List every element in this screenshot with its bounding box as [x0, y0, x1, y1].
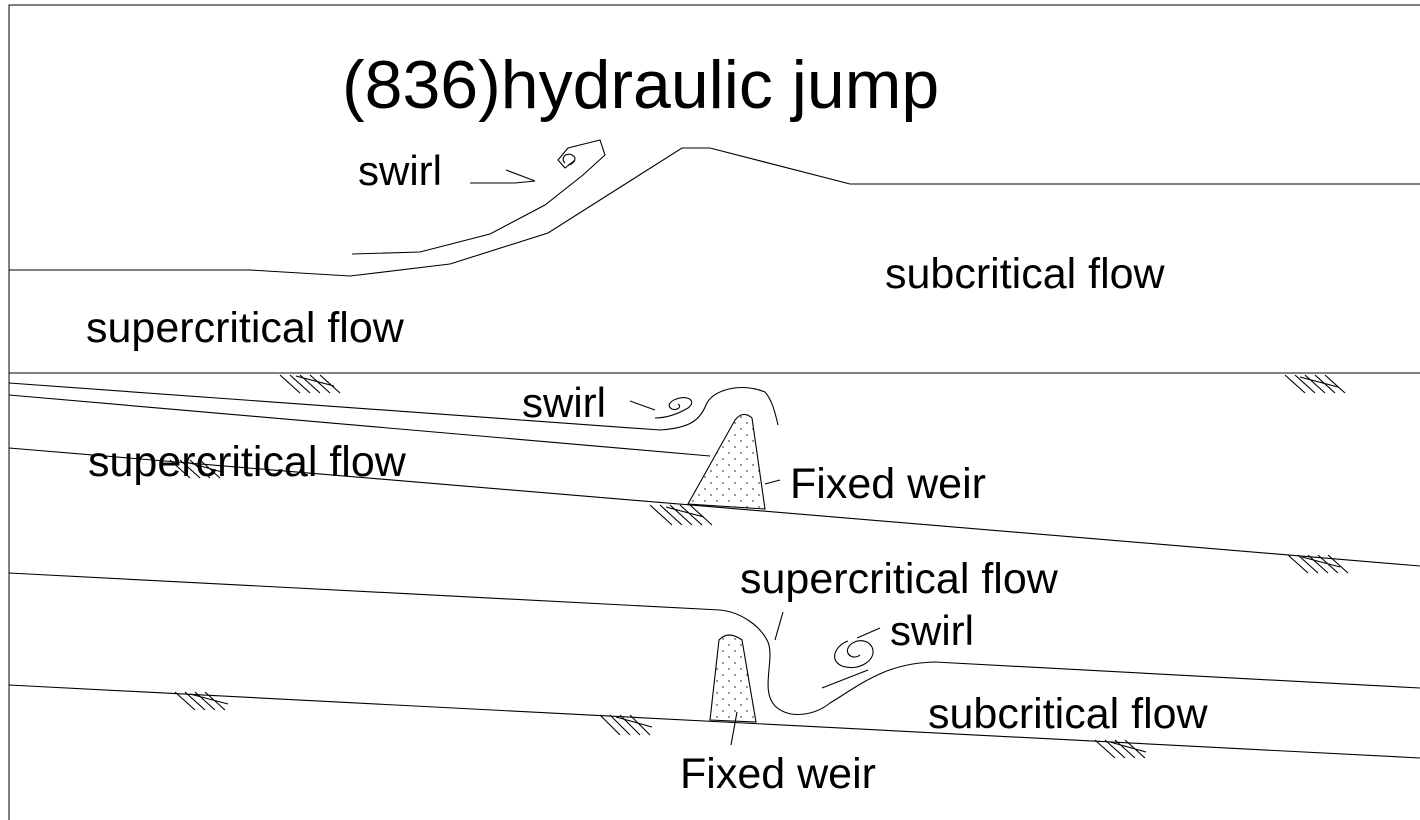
panel-3-swirl-label: swirl	[890, 607, 974, 654]
diagram-frame	[8, 4, 1420, 820]
panel-3-subcritical-label: subcritical flow	[928, 690, 1209, 738]
panel-2-supercritical-label: supercritical flow	[88, 438, 407, 486]
panel-2-swirl-icon	[654, 397, 693, 419]
panel-2-swirl-arrow	[629, 400, 656, 411]
panel-2-channel-bed	[8, 447, 1420, 567]
panel-1-subcritical-label: subcritical flow	[885, 250, 1166, 298]
panel-2-fixed-weir	[687, 413, 766, 510]
panel-3-curl-leader	[821, 669, 869, 689]
panel-3-swirl-icon	[834, 640, 874, 668]
panel-1-swirl-leader	[470, 180, 536, 184]
panel-3-weir-jump: supercritical flow swirl subcritical flo…	[8, 555, 1420, 798]
panel-2-weir-label: Fixed weir	[790, 460, 986, 508]
panel-2-water-surface-lower	[8, 394, 711, 457]
panel-3-supercritical-label: supercritical flow	[740, 555, 1059, 603]
diagram-title: (836)hydraulic jump	[342, 47, 939, 123]
panel-1-swirl-arrow	[505, 169, 536, 182]
panel-3-fixed-weir	[709, 634, 757, 723]
panel-3-supercritical-arrow	[774, 611, 784, 641]
panel-2-roller-curl	[659, 387, 779, 431]
panel-1-swirl-label: swirl	[358, 147, 442, 194]
panel-1-hydraulic-jump: swirl supercritical flow subcritical flo…	[9, 139, 1420, 352]
panel-2-ground-hatch	[169, 374, 1349, 574]
panel-3-ground-hatch	[174, 691, 1147, 759]
panel-1-supercritical-label: supercritical flow	[86, 304, 405, 352]
panel-3-weir-label: Fixed weir	[680, 750, 876, 798]
panel-3-nappe-curl	[719, 609, 1420, 716]
panel-3-water-surface-upstream	[8, 572, 721, 611]
panel-2-weir-arrow	[764, 479, 781, 485]
panel-1-roller-curl	[351, 139, 606, 255]
panel-2-swirl-label: swirl	[522, 379, 606, 426]
panel-2-water-surface-upper	[8, 382, 661, 431]
panel-3-channel-bed	[8, 684, 1420, 759]
panel-2-weir-jump: swirl supercritical flow Fixed weir	[8, 374, 1420, 574]
panel-1-water-surface	[9, 147, 1420, 277]
panel-1-swirl-icon	[562, 153, 576, 166]
panel-3-swirl-arrow	[856, 627, 881, 639]
panel-3-weir-arrow	[730, 711, 738, 746]
